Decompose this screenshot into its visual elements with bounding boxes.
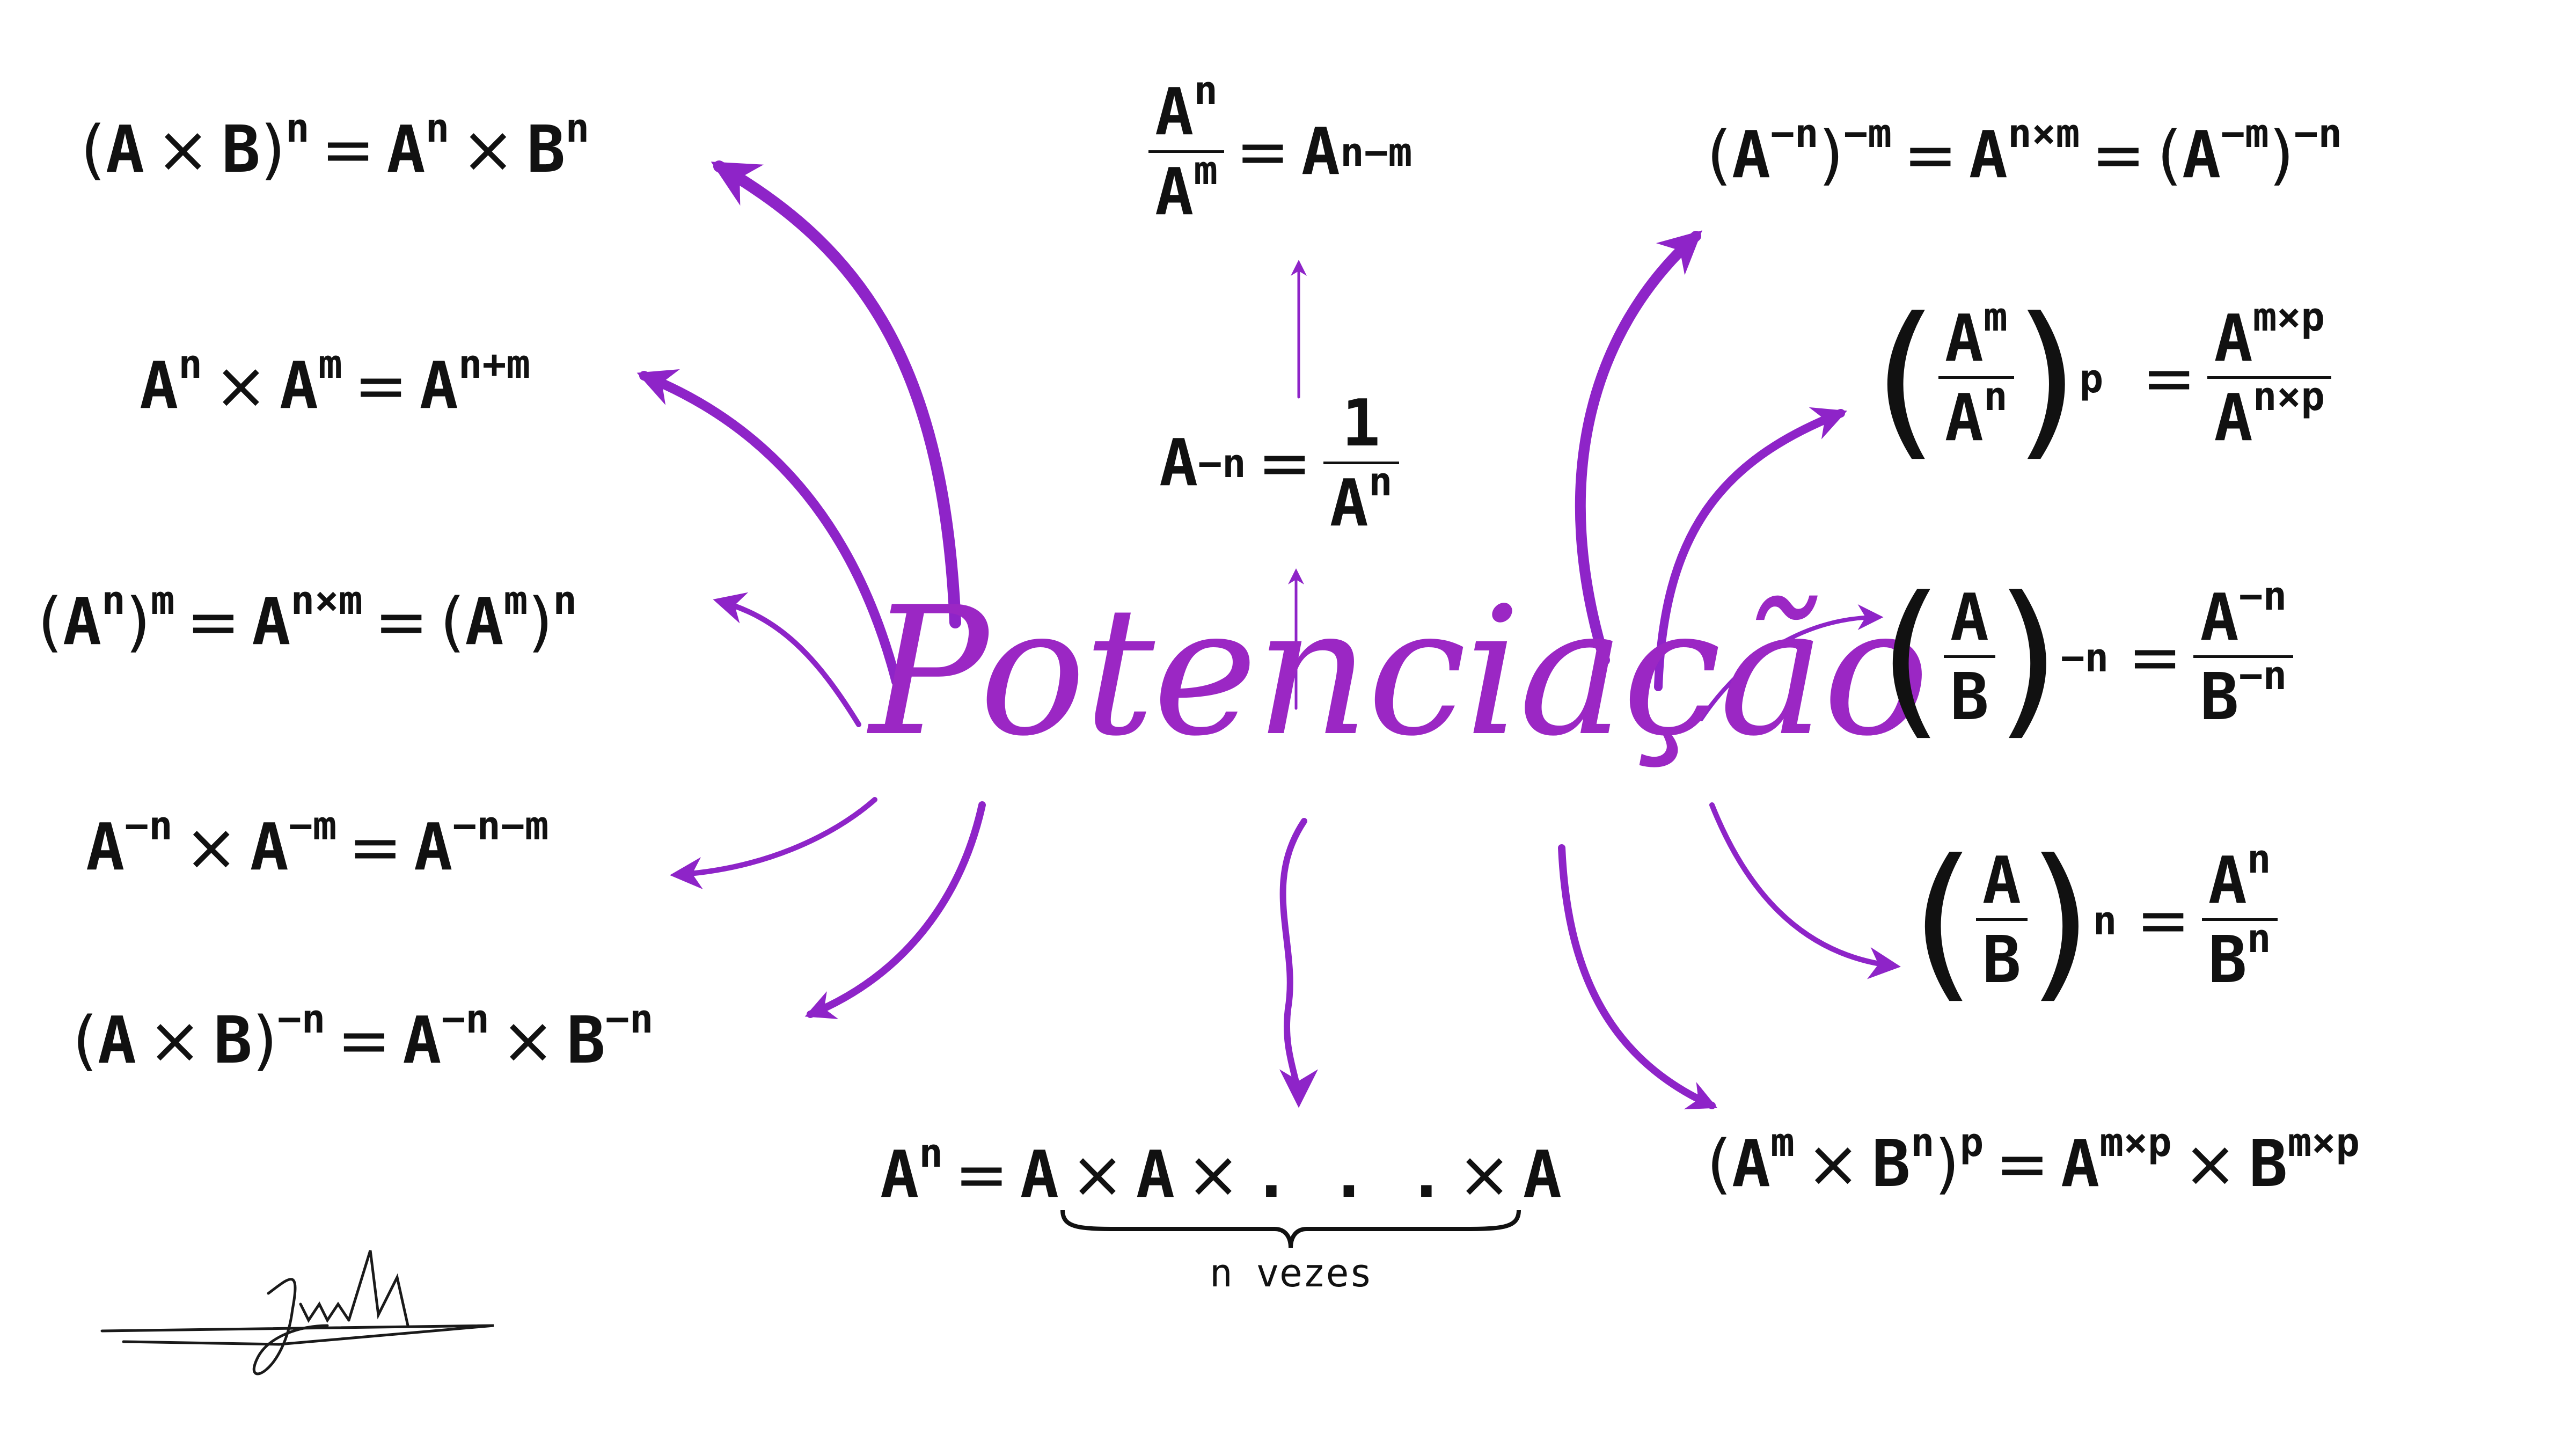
formula-power-product: (A×B)n=An×Bn [80,105,590,187]
formula-neg-product-same-base: A−n×A−m=A−n−m [86,802,549,885]
arrow-to-neg-power-product [804,801,986,1019]
arrow-to-neg-power-of-neg-power [1575,230,1702,665]
formula-power-of-product-powers: (Am×Bn)p=Am×p×Bm×p [1707,1119,2360,1202]
arrow-to-product-same-base [636,369,901,686]
arrow-to-power-of-power [713,592,861,727]
formula-neg-power-product: (A×B)−n=A−n×B−n [72,996,654,1078]
arrow-to-power-product [711,160,961,628]
formula-product-same-base: An×Am=An+m [140,341,531,423]
page-title: Potenciação [869,569,1929,775]
arrow-to-neg-product [670,797,877,889]
arrow-to-power-of-quotient-same-base [1654,407,1847,691]
signature [100,1250,494,1375]
brace-label: n vezes [1209,1250,1373,1296]
arrow-to-power-of-product-powers [1558,844,1718,1110]
formula-power-of-power: (An)m=An×m=(Am)n [38,577,577,660]
arrow-to-power-of-quotient [1709,802,1901,979]
formula-definition: An= A×A×. . .×A n vezes [880,1130,1562,1296]
definition-underbrace-group: A×A×. . .×A n vezes [1020,1138,1562,1296]
formula-neg-power-of-neg-power: (A−n)−m=An×m=(A−m)−n [1707,110,2343,193]
underbrace [1060,1210,1521,1248]
arrow-to-definition [1279,818,1318,1108]
arrow-to-neg-power-of-quotient [1699,604,1884,721]
